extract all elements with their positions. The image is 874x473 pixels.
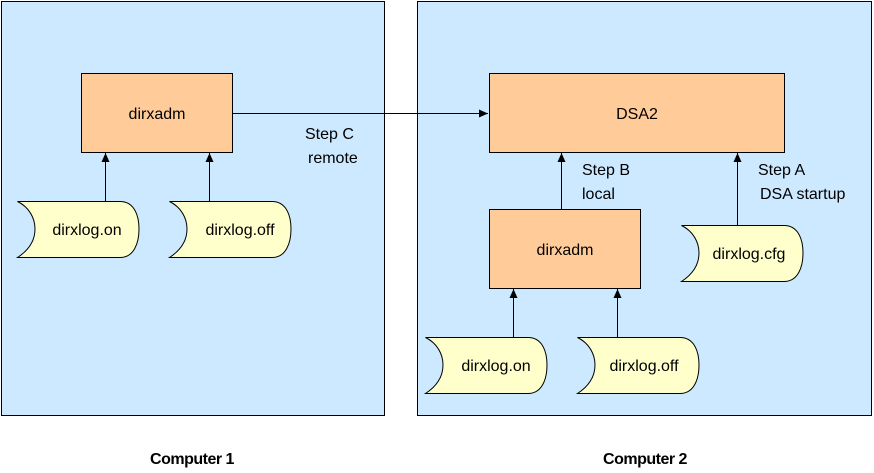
file-shape bbox=[167, 201, 292, 258]
step-a-desc: DSA startup bbox=[760, 186, 845, 203]
step-c-title: Step C bbox=[305, 126, 354, 143]
computer-1-caption: Computer 1 bbox=[150, 451, 235, 468]
step-a-title: Step A bbox=[758, 162, 805, 179]
file-shape bbox=[423, 337, 548, 394]
file-shape bbox=[679, 225, 804, 282]
process-c1-dirxadm[interactable]: dirxadm bbox=[81, 73, 233, 153]
file-label: dirxlog.on bbox=[52, 222, 121, 239]
step-c-desc: remote bbox=[308, 150, 358, 167]
process-box bbox=[81, 73, 233, 153]
process-label: dirxadm bbox=[129, 106, 186, 123]
file-shape bbox=[15, 201, 140, 258]
file-label: dirxlog.off bbox=[205, 222, 275, 239]
file-label: dirxlog.on bbox=[461, 358, 530, 375]
computer-2-caption: Computer 2 bbox=[603, 451, 688, 468]
file-label: dirxlog.cfg bbox=[713, 246, 786, 263]
file-c2-dirxlog-on[interactable]: dirxlog.on bbox=[423, 337, 548, 394]
process-box bbox=[489, 209, 641, 289]
file-label: dirxlog.off bbox=[609, 358, 679, 375]
process-box bbox=[489, 73, 785, 153]
process-dsa2[interactable]: DSA2 bbox=[489, 73, 785, 153]
file-c2-dirxlog-cfg[interactable]: dirxlog.cfg bbox=[679, 225, 804, 282]
process-label: dirxadm bbox=[537, 242, 594, 259]
file-shape bbox=[575, 337, 700, 394]
file-c1-dirxlog-off[interactable]: dirxlog.off bbox=[167, 201, 292, 258]
process-label: DSA2 bbox=[616, 106, 658, 123]
file-c2-dirxlog-off[interactable]: dirxlog.off bbox=[575, 337, 700, 394]
process-c2-dirxadm[interactable]: dirxadm bbox=[489, 209, 641, 289]
file-c1-dirxlog-on[interactable]: dirxlog.on bbox=[15, 201, 140, 258]
step-b-desc: local bbox=[582, 186, 615, 203]
step-b-title: Step B bbox=[582, 162, 630, 179]
